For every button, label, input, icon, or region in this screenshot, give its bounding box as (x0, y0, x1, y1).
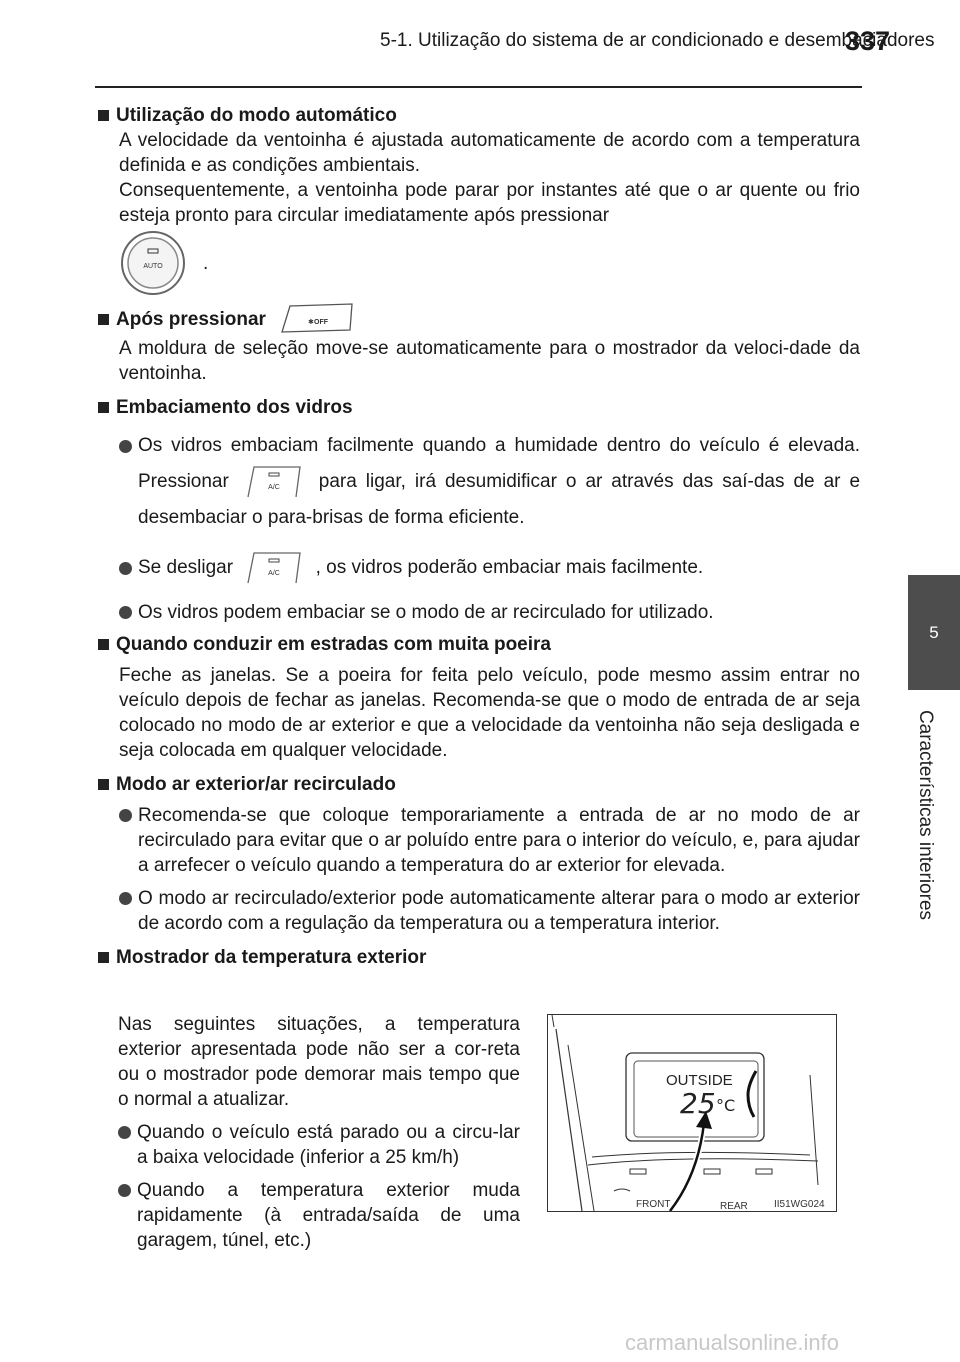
front-defroster-label: FRONT (636, 1199, 670, 1210)
square-bullet-icon (98, 313, 109, 325)
round-bullet-icon (119, 562, 132, 575)
heading-text: Quando conduzir em estradas com muita po… (116, 634, 551, 655)
off-button-label: OFF (314, 319, 329, 326)
chapter-tab-title: Características interiores (895, 700, 955, 930)
auto-line-end: . (203, 252, 209, 274)
bullet-text: Os vidros podem embaciar se o modo de ar… (138, 602, 714, 623)
outside-temp-column: Nas seguintes situações, a temperatura e… (118, 1012, 520, 1253)
page-content: Utilização do modo automático A velocida… (98, 96, 860, 970)
bullet-text: Os vidros embaciam facilmente quando a h… (138, 435, 860, 492)
square-bullet-icon (98, 779, 109, 790)
ac-button-icon: A/C (247, 466, 301, 498)
round-bullet-icon (119, 809, 132, 822)
paragraph: Nas seguintes situações, a temperatura e… (118, 1014, 520, 1110)
bullet-item: Recomenda-se que coloque temporariamente… (98, 803, 860, 878)
fan-off-button-icon: OFF ✱ (281, 303, 353, 333)
heading-outside-recirc: Modo ar exterior/ar recirculado (98, 772, 860, 797)
header-divider (95, 86, 862, 88)
chapter-tab-number: 5 (908, 575, 960, 690)
figure-code: II51WG024 (774, 1199, 825, 1210)
paragraph: A velocidade da ventoinha é ajustada aut… (119, 130, 860, 176)
square-bullet-icon (98, 639, 109, 650)
section-title: 5-1. Utilização do sistema de ar condici… (380, 30, 935, 51)
temperature-unit: °C (716, 1096, 735, 1115)
heading-text: Modo ar exterior/ar recirculado (116, 774, 396, 795)
square-bullet-icon (98, 952, 109, 963)
bullet-item: O modo ar recirculado/exterior pode auto… (98, 886, 860, 936)
bullet-item: Os vidros podem embaciar se o modo de ar… (98, 600, 860, 625)
temperature-value: 25 (680, 1087, 716, 1120)
round-bullet-icon (119, 892, 132, 905)
paragraph: Consequentemente, a ventoinha pode parar… (119, 180, 860, 226)
rear-defroster-label: REAR (720, 1201, 748, 1211)
square-bullet-icon (98, 110, 109, 121)
heading-text: Mostrador da temperatura exterior (116, 947, 427, 968)
heading-auto-mode: Utilização do modo automático (98, 103, 860, 128)
bullet-text: Quando o veículo está parado ou a circu-… (137, 1122, 520, 1168)
bullet-item: Os vidros embaciam facilmente quando a h… (98, 428, 860, 536)
chapter-tab-title-text: Características interiores (915, 709, 936, 921)
ac-button-label: A/C (268, 484, 280, 491)
heading-fogging: Embaciamento dos vidros (98, 395, 860, 420)
bullet-text: para ligar, irá desumidificar o ar atrav… (138, 471, 861, 528)
ac-button-icon: A/C (247, 552, 302, 584)
auto-button-label: AUTO (143, 263, 163, 270)
auto-button-icon: AUTO (121, 231, 185, 295)
outside-temperature-figure: OUTSIDE 25 °C FRONT REAR II51WG024 (547, 1014, 837, 1213)
heading-after-press: Após pressionar OFF ✱ (98, 302, 860, 336)
round-bullet-icon (119, 440, 132, 453)
heading-text: Embaciamento dos vidros (116, 397, 353, 418)
square-bullet-icon (98, 402, 109, 413)
auto-button-line: AUTO . (98, 228, 860, 298)
heading-text: Utilização do modo automático (116, 105, 397, 126)
paragraph: A moldura de seleção move-se automaticam… (119, 338, 860, 384)
bullet-text: O modo ar recirculado/exterior pode auto… (138, 888, 860, 934)
bullet-text: Quando a temperatura exterior muda rapid… (137, 1180, 520, 1251)
heading-outside-temp: Mostrador da temperatura exterior (98, 945, 860, 970)
bullet-text: Se desligar (138, 557, 234, 578)
arrow-icon (696, 1111, 712, 1129)
bullet-text: Recomenda-se que coloque temporariamente… (138, 805, 860, 876)
bullet-item: Se desligar A/C , os vidros poderão emba… (98, 550, 860, 586)
heading-text: Após pressionar (116, 308, 266, 330)
bullet-item: Quando o veículo está parado ou a circu-… (118, 1120, 520, 1170)
page-number: 337 (845, 26, 891, 56)
climate-panel-illustration: OUTSIDE 25 °C FRONT REAR II51WG024 (551, 1014, 834, 1213)
bullet-text: , os vidros poderão embaciar mais facilm… (315, 557, 704, 578)
round-bullet-icon (118, 1184, 131, 1197)
paragraph: Feche as janelas. Se a poeira for feita … (119, 665, 860, 761)
watermark: carmanualsonline.info (625, 1330, 840, 1355)
ac-button-label: A/C (269, 570, 281, 577)
heading-dusty-roads: Quando conduzir em estradas com muita po… (98, 632, 860, 657)
outside-label: OUTSIDE (666, 1072, 733, 1089)
round-bullet-icon (118, 1126, 131, 1139)
svg-text:✱: ✱ (308, 318, 314, 326)
bullet-item: Quando a temperatura exterior muda rapid… (118, 1178, 520, 1253)
round-bullet-icon (119, 606, 132, 619)
